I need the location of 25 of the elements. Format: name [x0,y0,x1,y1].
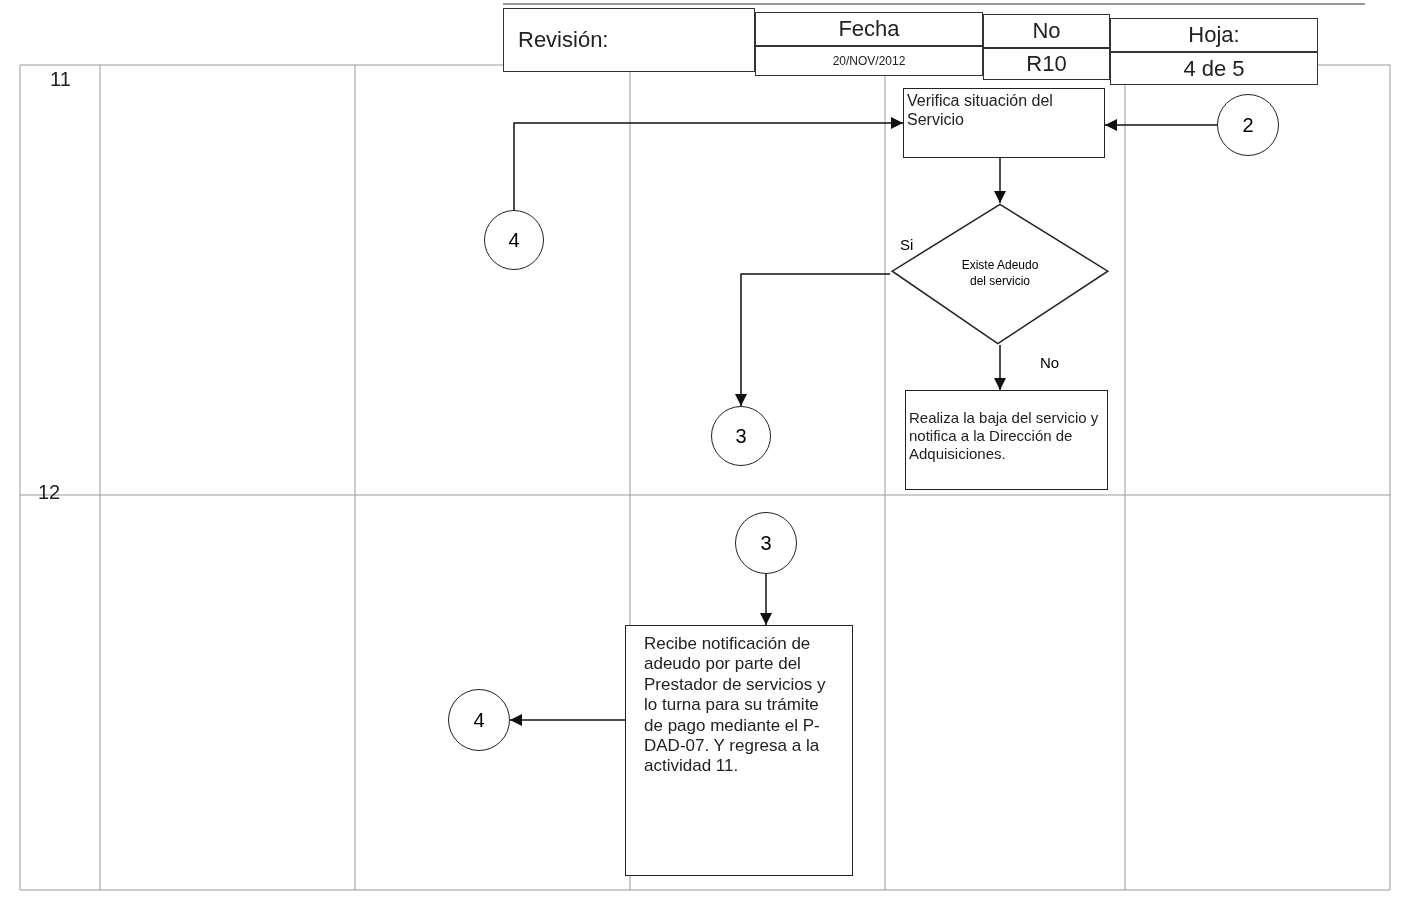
connector-circle: 4 [448,689,510,751]
connector-circle: 4 [484,210,544,270]
table-cell: Revisión: [503,8,755,72]
arrow [735,273,891,407]
connector-circle: 3 [735,512,797,574]
row-number: 12 [38,481,61,504]
edge-label: Si [898,236,916,253]
arrow [994,344,1006,391]
table-cell: Hoja: [1110,18,1318,52]
arrow [513,117,904,211]
process-box: Verifica situación del Servicio [903,88,1105,158]
table-cell: No [983,14,1110,48]
arrow [509,714,626,726]
table-cell: R10 [983,48,1110,80]
arrow [994,157,1006,204]
process-box: Recibe notificación de adeudo por parte del Prestador de servicios y lo turna para su trámite de pago mediante el P-DAD-07. Y regresa a la actividad 11. [625,625,853,876]
arrow [760,573,772,626]
row-number: 11 [50,68,71,91]
table-cell: Fecha [755,12,983,46]
connector-circle: 2 [1217,94,1279,156]
process-box: Realiza la baja del servicio y notifica a la Dirección de Adquisiciones. [905,390,1108,490]
table-cell: 4 de 5 [1110,52,1318,85]
table-cell: 20/NOV/2012 [755,46,983,76]
arrow [1104,119,1218,131]
connector-circle: 3 [711,406,771,466]
